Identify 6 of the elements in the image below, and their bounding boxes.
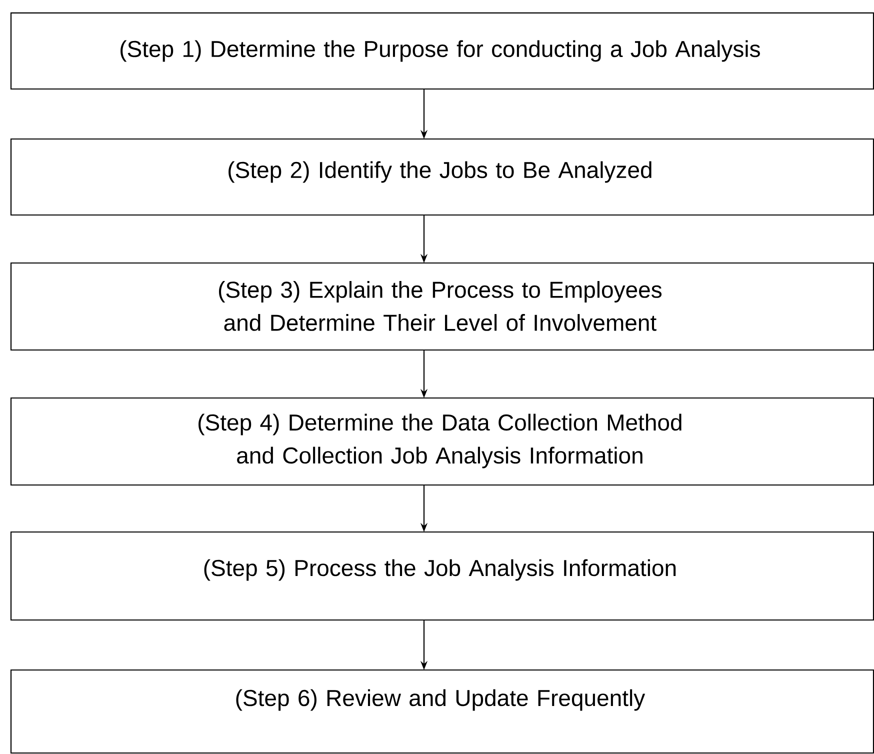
process-box: (Step 6) Review and Update Frequently: [10, 669, 874, 754]
process-box: (Step 5) Process the Job Analysis Information: [10, 531, 874, 621]
process-box: (Step 1) Determine the Purpose for conducting a Job Analysis: [10, 12, 874, 90]
process-box: (Step 3) Explain the Process to Employees and Determine Their Level of Involvement: [10, 262, 874, 351]
process-box: (Step 4) Determine the Data Collection Method and Collection Job Analysis Information: [10, 397, 874, 486]
process-box: (Step 2) Identify the Jobs to Be Analyzed: [10, 138, 874, 216]
